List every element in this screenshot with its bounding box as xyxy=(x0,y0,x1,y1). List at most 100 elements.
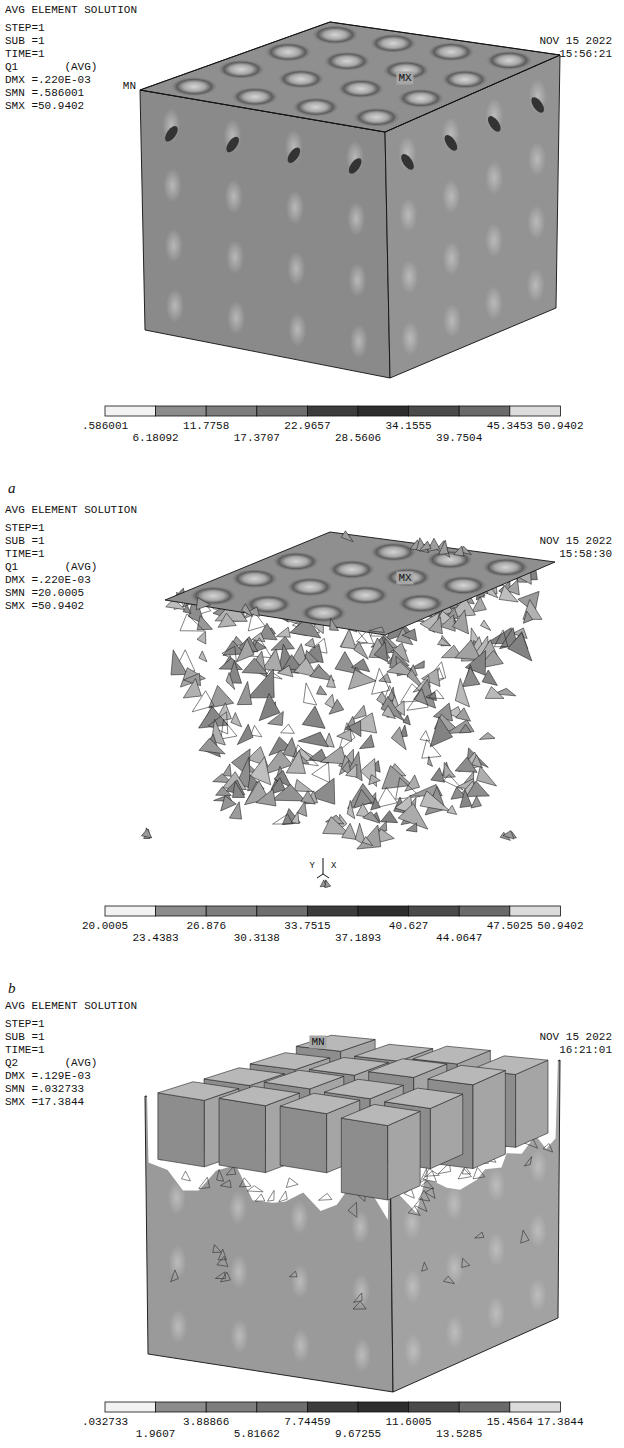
contour-ring xyxy=(272,551,320,571)
contour-ring xyxy=(277,69,325,89)
color-band xyxy=(409,406,460,416)
scale-value: 23.4383 xyxy=(132,932,178,945)
mesh-element xyxy=(428,690,444,699)
contour-blotch xyxy=(401,321,419,355)
max-value: SMX =50.9402 xyxy=(5,600,84,613)
mesh-element xyxy=(477,766,497,786)
axis-triad xyxy=(323,858,324,874)
mesh-element xyxy=(420,1168,428,1182)
mesh-element xyxy=(251,725,262,736)
contour-blotch xyxy=(528,142,546,176)
mesh-element xyxy=(408,1206,420,1215)
scale-value: 15.4564 xyxy=(487,1416,533,1429)
time-value: TIME=1 xyxy=(5,548,45,561)
mesh-element xyxy=(298,732,328,747)
eroded-column xyxy=(158,1093,204,1167)
contour-blotch xyxy=(227,301,245,335)
contour-blotch xyxy=(399,198,417,232)
mesh-element xyxy=(268,711,284,725)
scale-value: 34.1555 xyxy=(385,420,431,433)
mesh-element xyxy=(462,1258,470,1267)
contour-spot xyxy=(163,124,181,144)
contour-ring xyxy=(323,51,371,71)
scale-value: 22.9657 xyxy=(284,420,330,433)
mesh-element xyxy=(242,658,267,674)
axis-triad xyxy=(323,874,329,878)
contour-ring xyxy=(369,33,417,53)
cube-edge xyxy=(140,22,560,132)
mesh-element xyxy=(183,605,191,614)
mesh-element xyxy=(369,627,385,632)
eroded-column xyxy=(264,1070,344,1089)
eroded-column xyxy=(388,1111,420,1200)
mesh-element xyxy=(462,667,479,687)
eroded-column xyxy=(516,1060,548,1147)
mesh-element xyxy=(422,1262,428,1271)
contour-blotch xyxy=(485,223,503,257)
contour-blotch xyxy=(166,289,184,323)
mesh-element xyxy=(466,781,489,797)
mesh-element xyxy=(267,1190,274,1201)
color-band xyxy=(459,406,510,416)
contour-ring xyxy=(370,542,418,562)
color-band xyxy=(105,406,156,416)
eroded-mesh-plot xyxy=(141,531,555,888)
cube-face xyxy=(140,22,560,132)
mesh-element xyxy=(543,1143,553,1152)
time-value: TIME=1 xyxy=(5,1044,45,1057)
mesh-element xyxy=(335,652,358,674)
color-band xyxy=(156,406,207,416)
extreme-marker: MX xyxy=(396,72,413,85)
scale-value: 30.3138 xyxy=(234,932,280,945)
contour-blotch xyxy=(165,229,183,263)
min-value: SMN =.032733 xyxy=(5,1083,84,1096)
scale-value: 28.5606 xyxy=(335,432,381,445)
contour-blotch xyxy=(291,1264,309,1298)
date-stamp: NOV 15 2022 xyxy=(539,535,612,548)
contour-blotch xyxy=(286,191,304,225)
contour-spot xyxy=(529,95,547,115)
mesh-element xyxy=(429,617,443,634)
mesh-element xyxy=(304,683,317,705)
contour-ring xyxy=(300,603,348,623)
scale-value: 13.5285 xyxy=(436,1428,482,1441)
mesh-element xyxy=(219,658,242,670)
color-band xyxy=(358,906,409,916)
time-stamp: 15:56:21 xyxy=(559,48,612,61)
eroded-column xyxy=(428,1065,505,1084)
mesh-element xyxy=(405,775,420,791)
mesh-element xyxy=(421,1181,434,1189)
contour-ring xyxy=(337,79,385,99)
mesh-element xyxy=(473,1167,485,1178)
contour-blotch xyxy=(290,1200,308,1234)
scale-value: 17.3844 xyxy=(537,1416,583,1429)
mesh-element xyxy=(428,756,433,766)
mesh-element xyxy=(441,615,456,631)
mesh-element xyxy=(282,809,300,825)
extreme-marker: MX xyxy=(396,572,413,585)
mesh-element xyxy=(460,724,471,733)
mesh-element xyxy=(348,670,376,690)
mesh-element xyxy=(318,1193,331,1200)
contour-blotch xyxy=(442,179,460,213)
contour-ring xyxy=(427,42,475,62)
mesh-element xyxy=(424,1169,439,1177)
panel-letter: a xyxy=(8,480,16,497)
mesh-element xyxy=(327,675,336,688)
mesh-element xyxy=(262,649,282,671)
color-band xyxy=(510,1402,561,1412)
contour-spot xyxy=(485,114,503,134)
mesh-element xyxy=(281,724,295,733)
contour-blotch xyxy=(445,1187,463,1221)
mesh-element xyxy=(354,642,368,660)
mesh-element xyxy=(239,1178,251,1187)
mesh-element xyxy=(423,1171,437,1182)
mesh-element xyxy=(197,631,206,644)
scale-value: 17.3707 xyxy=(234,432,280,445)
mesh-element xyxy=(454,546,464,556)
mesh-element xyxy=(341,629,356,649)
mesh-element xyxy=(199,651,207,662)
mesh-element xyxy=(221,796,237,811)
mesh-element xyxy=(482,670,497,685)
mesh-element xyxy=(278,665,293,676)
